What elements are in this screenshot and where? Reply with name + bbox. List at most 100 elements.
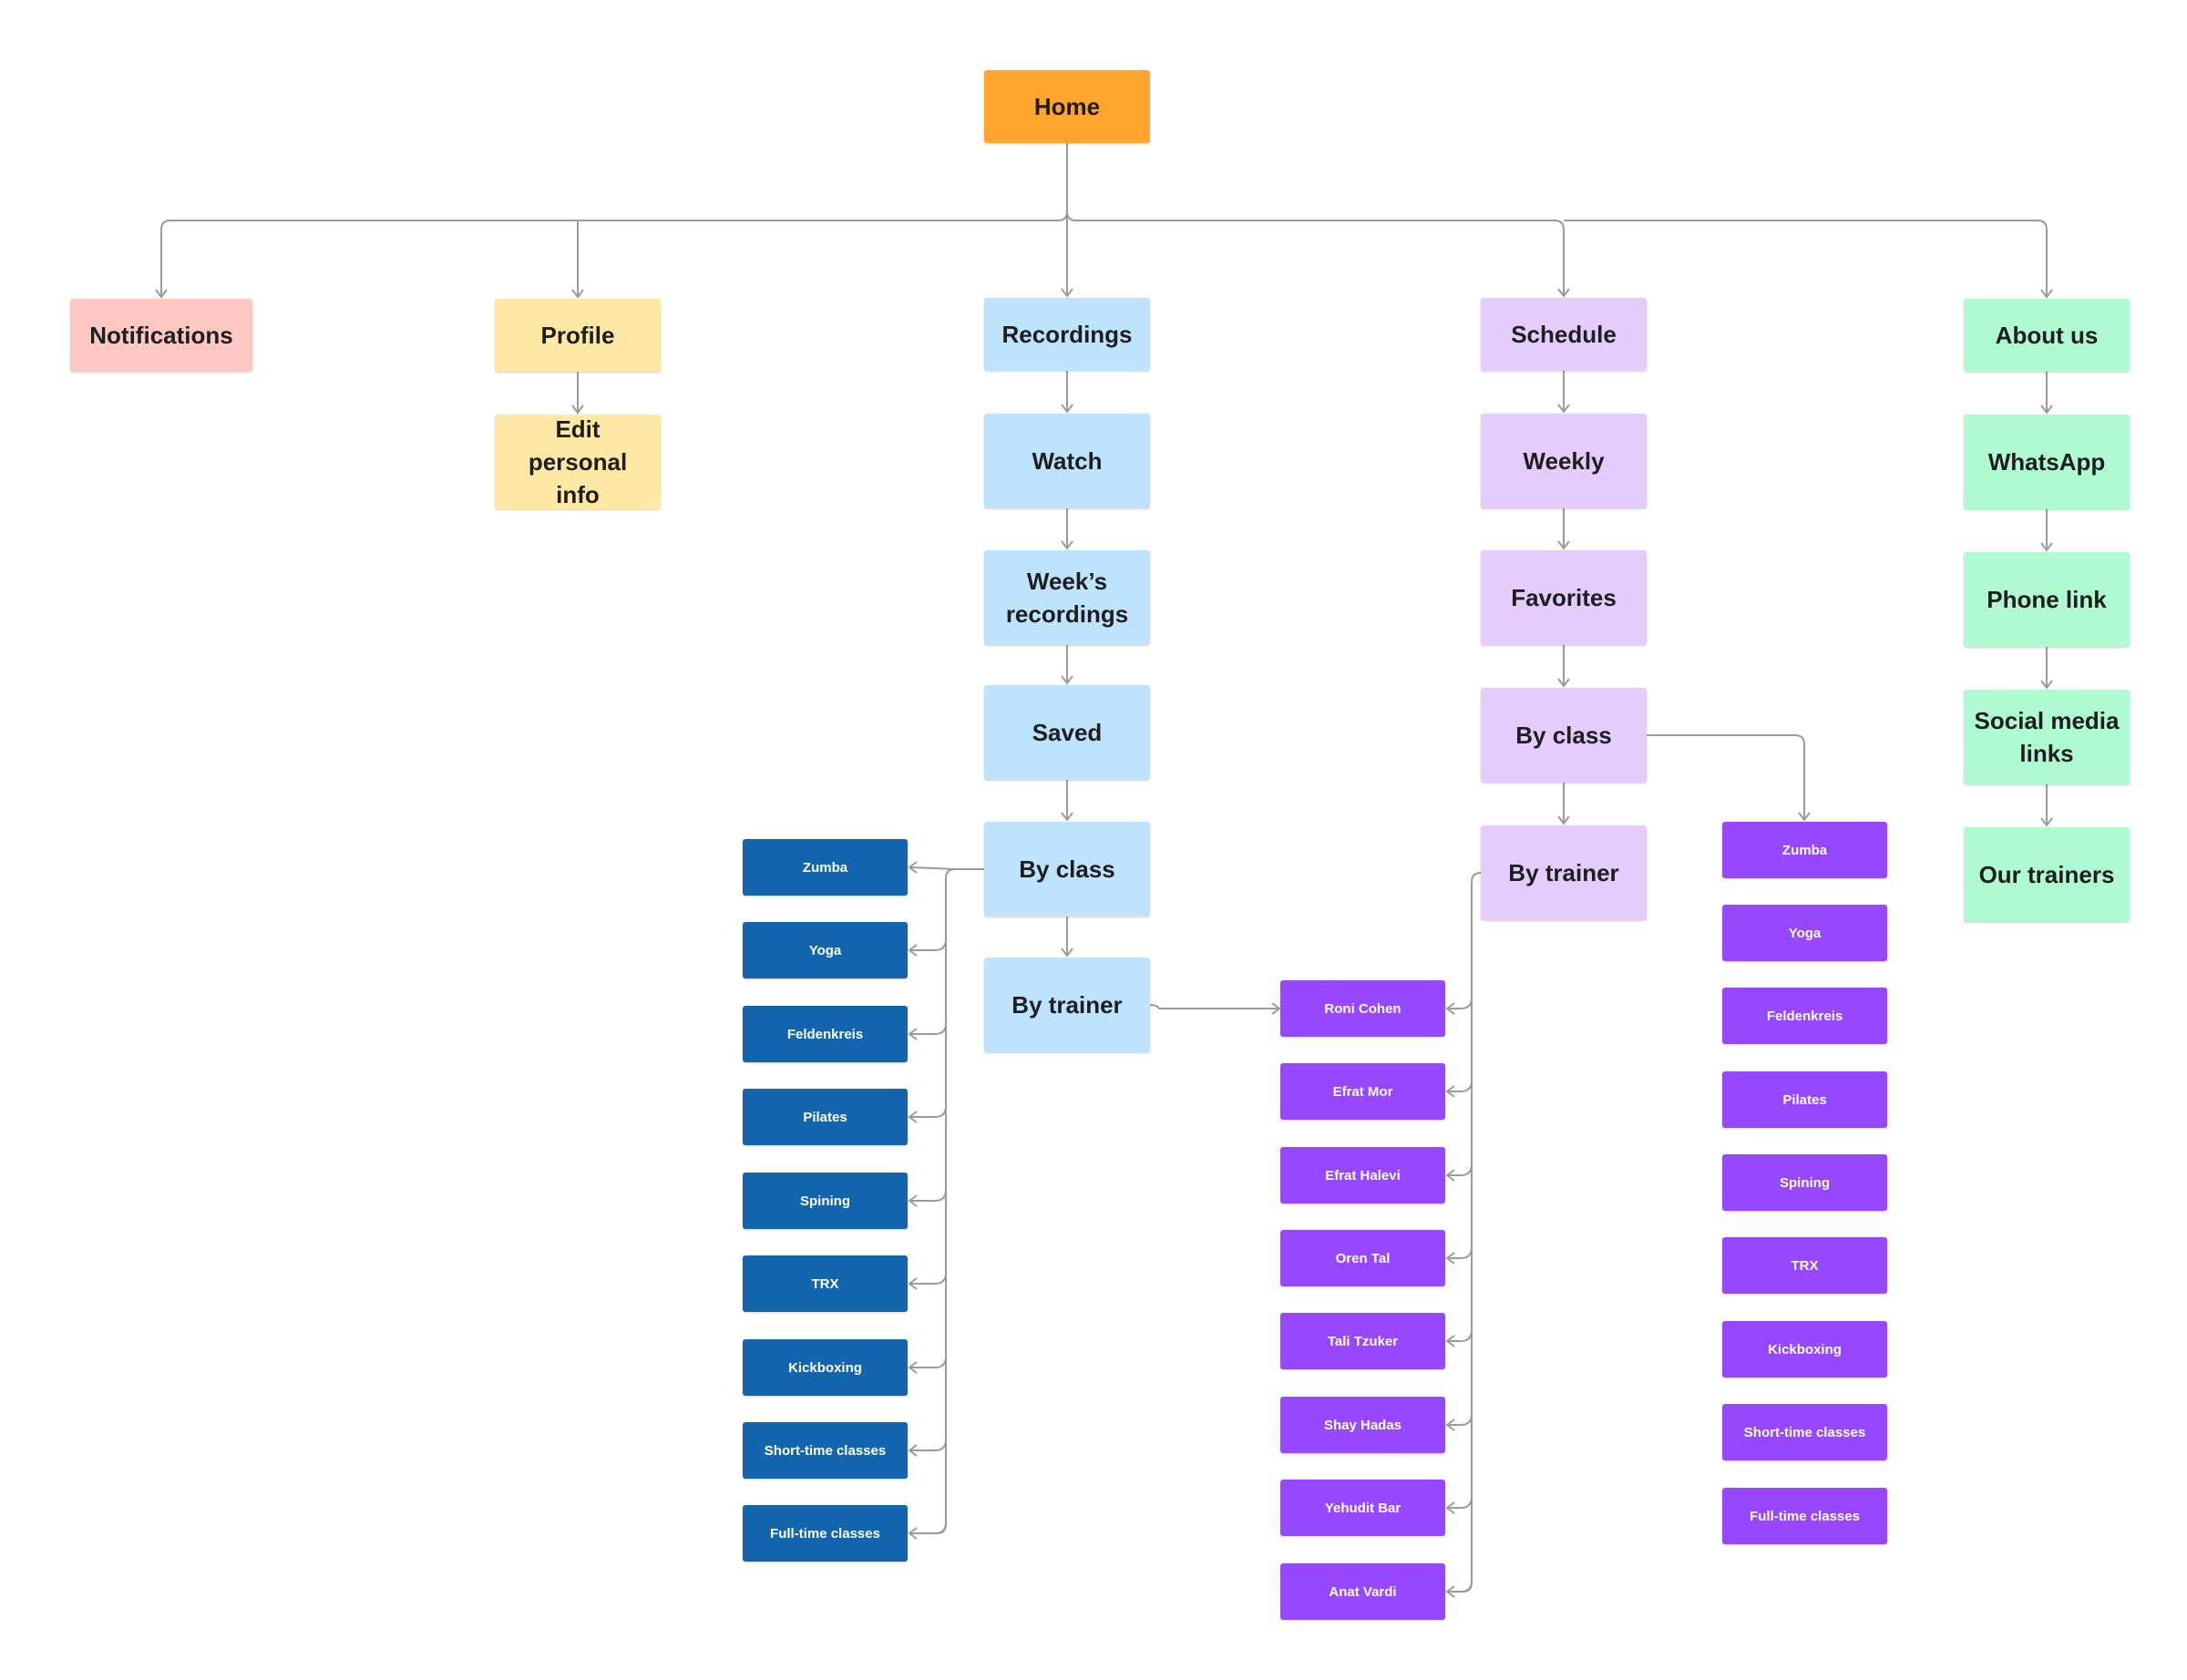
recordings-by-trainer-node[interactable]: By trainer [984,958,1150,1052]
connector-arrowhead [1445,1585,1455,1598]
recordings-weeks-node[interactable]: Week’s recordings [984,550,1150,645]
connector-arrowhead [1798,812,1811,822]
connector-arrowhead [908,1527,918,1540]
connector-arrowhead [1445,1335,1455,1347]
recording-class-zumba[interactable]: Zumba [743,839,908,896]
connector-line [910,866,956,870]
connector-arrowhead [1061,812,1073,822]
connector-line [911,1356,947,1368]
recording-class-kickboxing[interactable]: Kickboxing [743,1339,908,1396]
home-node[interactable]: Home [984,70,1150,143]
edit-personal-info-node[interactable]: Edit personal info [495,415,661,509]
connector-arrowhead [1557,815,1570,825]
connector-arrowhead [155,289,168,299]
schedule-favorites-node[interactable]: Favorites [1481,550,1647,645]
about-whatsapp-node[interactable]: WhatsApp [1964,415,2130,509]
schedule-by-class-node[interactable]: By class [1481,688,1647,783]
connector-line [160,210,1068,297]
connector-arrowhead [908,861,918,874]
schedule-node[interactable]: Schedule [1481,298,1647,371]
connector-arrowhead [571,289,584,299]
recordings-watch-node[interactable]: Watch [984,414,1150,508]
connector-line [911,1439,947,1451]
schedule-class-trx[interactable]: TRX [1722,1237,1887,1294]
connector-line [911,1022,947,1035]
connector-line [1449,1580,1473,1593]
connector-line [1449,1413,1473,1426]
about-us-node[interactable]: About us [1964,299,2130,372]
connector-line [1449,1080,1473,1092]
schedule-class-kickboxing[interactable]: Kickboxing [1722,1321,1887,1378]
connector-arrowhead [2040,542,2053,552]
trainer-roni-cohen[interactable]: Roni Cohen [1280,980,1445,1037]
recording-class-spining[interactable]: Spining [743,1173,908,1229]
connector-arrowhead [1445,1501,1455,1514]
connector-arrowhead [2040,817,2053,827]
connector-arrowhead [908,944,918,957]
about-social-media-node[interactable]: Social media links [1964,690,2130,784]
connector-arrowhead [1271,1002,1281,1015]
profile-node[interactable]: Profile [495,299,661,372]
recording-class-trx[interactable]: TRX [743,1255,908,1312]
connector-arrowhead [908,1277,918,1290]
trainer-shay-hadas[interactable]: Shay Hadas [1280,1397,1445,1453]
connector-line [911,1189,947,1202]
schedule-weekly-node[interactable]: Weekly [1481,414,1647,508]
schedule-class-pilates[interactable]: Pilates [1722,1071,1887,1128]
schedule-by-trainer-node[interactable]: By trainer [1481,825,1647,920]
connector-arrowhead [571,405,584,415]
about-our-trainers-node[interactable]: Our trainers [1964,827,2130,922]
recordings-saved-node[interactable]: Saved [984,685,1150,780]
connector-line [911,938,947,951]
connector-line [1066,210,1565,296]
connector-line [1449,997,1473,1009]
schedule-class-full-time[interactable]: Full-time classes [1722,1488,1887,1544]
schedule-class-zumba[interactable]: Zumba [1722,822,1887,878]
recordings-node[interactable]: Recordings [984,298,1150,371]
connector-arrowhead [1061,540,1073,550]
connector-arrowhead [2040,289,2053,299]
schedule-class-spining[interactable]: Spining [1722,1154,1887,1211]
trainer-oren-tal[interactable]: Oren Tal [1280,1230,1445,1286]
connector-arrowhead [2040,680,2053,690]
recording-class-full-time[interactable]: Full-time classes [743,1505,908,1562]
connector-line [1647,734,1805,820]
connector-arrowhead [1061,948,1073,958]
trainer-yehudit-bar[interactable]: Yehudit Bar [1280,1480,1445,1536]
trainer-tali-tzuker[interactable]: Tali Tzuker [1280,1313,1445,1369]
schedule-class-yoga[interactable]: Yoga [1722,905,1887,961]
trainer-anat-vardi[interactable]: Anat Vardi [1280,1563,1445,1620]
schedule-class-short-time[interactable]: Short-time classes [1722,1404,1887,1460]
connector-arrowhead [1557,288,1570,298]
recording-class-short-time[interactable]: Short-time classes [743,1422,908,1479]
connector-arrowhead [1557,540,1570,550]
connector-arrowhead [1445,1169,1455,1182]
recording-class-yoga[interactable]: Yoga [743,922,908,978]
connector-line [1449,1163,1473,1176]
trainer-efrat-mor[interactable]: Efrat Mor [1280,1063,1445,1120]
connector-line [1449,1496,1473,1509]
trainer-efrat-halevi[interactable]: Efrat Halevi [1280,1147,1445,1204]
connector-line [1449,872,1482,1593]
connector-line [911,1272,947,1285]
about-phone-link-node[interactable]: Phone link [1964,552,2130,647]
schedule-class-feldenkreis[interactable]: Feldenkreis [1722,988,1887,1044]
connector-arrowhead [1061,404,1073,414]
connector-arrowhead [1557,678,1570,688]
connector-arrowhead [908,1028,918,1040]
connector-arrowhead [1557,404,1570,414]
recordings-by-class-node[interactable]: By class [984,822,1150,917]
connector-arrowhead [1445,1002,1455,1015]
connector-arrowhead [1061,675,1073,685]
recording-class-pilates[interactable]: Pilates [743,1089,908,1145]
connector-arrowhead [1445,1252,1455,1265]
notifications-node[interactable]: Notifications [70,299,252,372]
connector-arrowhead [2040,405,2053,415]
connector-arrowhead [908,1111,918,1123]
recording-class-feldenkreis[interactable]: Feldenkreis [743,1006,908,1062]
connector-line [1449,1329,1473,1342]
connector-line [1449,1246,1473,1259]
connector-arrowhead [1445,1419,1455,1431]
connector-arrowhead [908,1361,918,1374]
